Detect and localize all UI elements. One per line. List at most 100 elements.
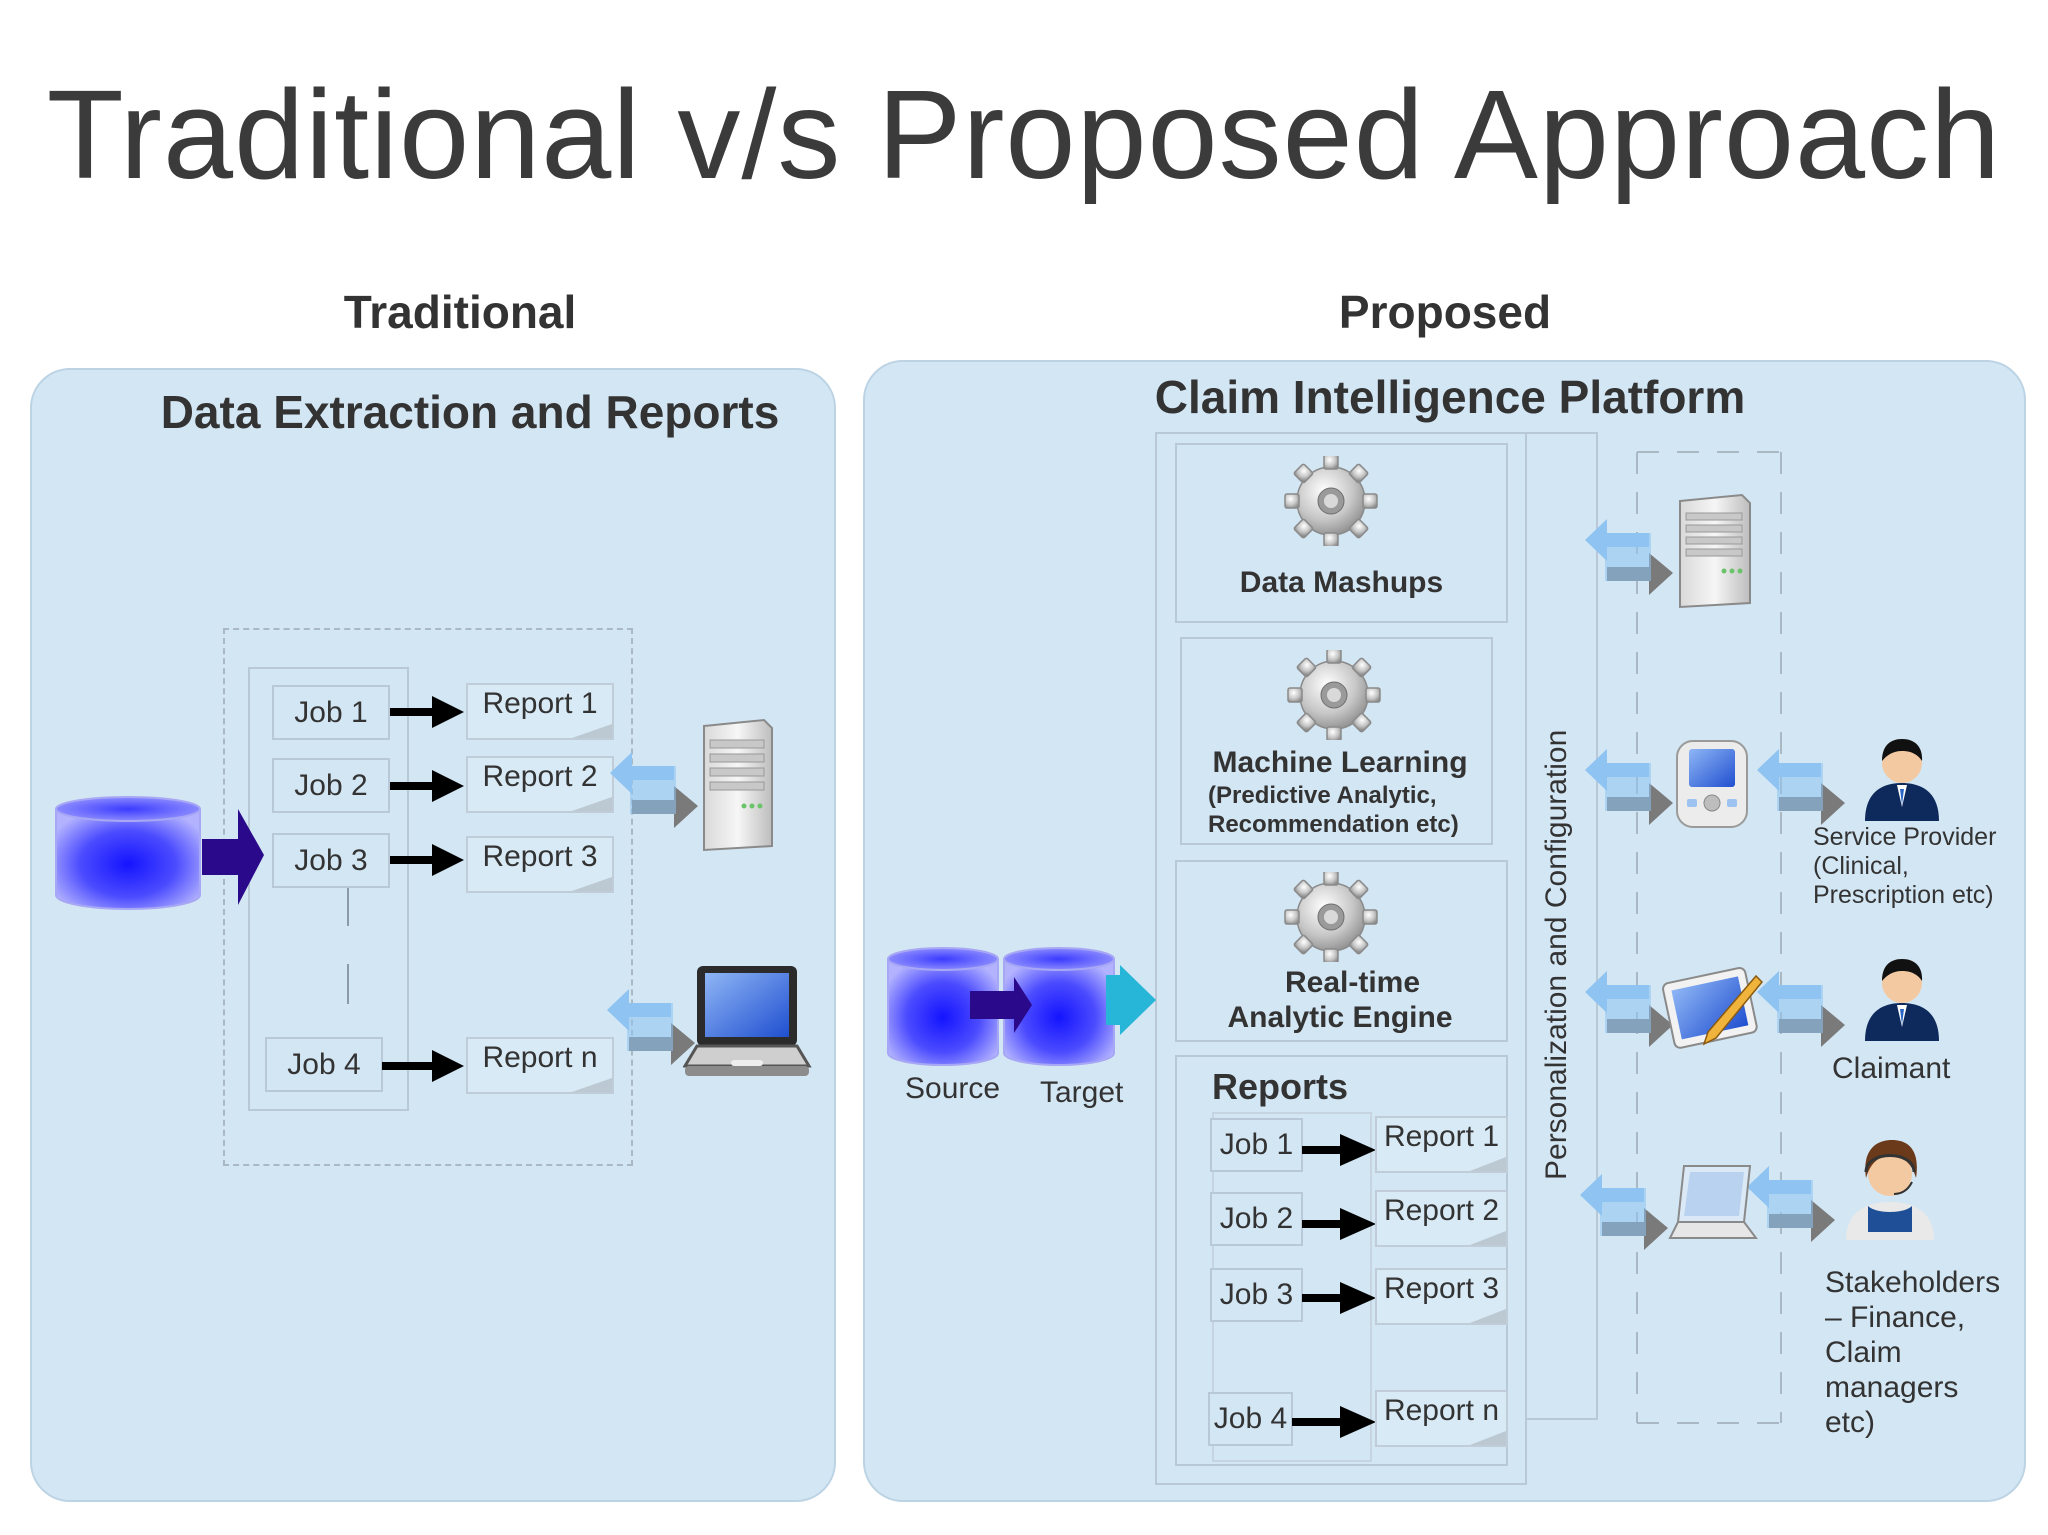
realtime-label-1: Real-time <box>1284 966 1421 999</box>
traditional-dashed-frame <box>223 628 633 1166</box>
reports-module <box>1175 1055 1508 1466</box>
double-arrow-icon <box>1585 971 1673 1047</box>
machine-learning-module[interactable] <box>1180 637 1493 845</box>
job-1[interactable]: Job 1 <box>1210 1118 1303 1172</box>
source-target-databases <box>887 947 1156 1066</box>
proposed-heading: Proposed <box>1338 286 1552 338</box>
report-2-label: Report 2 <box>1383 1194 1500 1227</box>
source-database-icon <box>887 947 999 1066</box>
source-label: Source <box>905 1072 1001 1105</box>
stakeholders-line-5: etc) <box>1825 1406 1876 1439</box>
report-3[interactable]: Report 3 <box>466 836 614 893</box>
report-3-label: Report 3 <box>482 840 598 873</box>
machine-learning-subtitle-2: Recommendation etc) <box>1208 811 1459 838</box>
tablet-pen-icon <box>1662 966 1764 1049</box>
double-arrow-icon <box>1585 519 1673 595</box>
data-mashups-module[interactable] <box>1175 443 1508 623</box>
double-arrow-icon <box>1757 749 1845 825</box>
page-fold-icon <box>572 1078 612 1092</box>
job-3-arrow <box>1302 1282 1376 1314</box>
job-1-arrow <box>390 696 464 728</box>
job-4-arrow <box>1292 1406 1376 1438</box>
pda-device-icon <box>1676 740 1748 828</box>
job-4[interactable]: Job 4 <box>1208 1392 1293 1446</box>
server-icon <box>1679 493 1751 609</box>
reports-title: Reports <box>1212 1066 1349 1107</box>
job-4-arrow <box>382 1050 464 1082</box>
report-1[interactable]: Report 1 <box>466 683 614 740</box>
service-provider-line-3: Prescription etc) <box>1813 881 1994 909</box>
double-arrow-icon <box>1757 971 1845 1047</box>
stakeholders-line-1: Stakeholders <box>1825 1266 2001 1299</box>
job-2-arrow <box>390 770 464 802</box>
double-arrow-icon <box>610 752 698 828</box>
service-provider-line-1: Service Provider <box>1813 823 1997 851</box>
claimant-label: Claimant <box>1832 1052 1951 1085</box>
page-fold-icon <box>1470 1231 1506 1245</box>
gear-icon <box>1287 650 1381 740</box>
job-2[interactable]: Job 2 <box>1210 1192 1303 1246</box>
page-fold-icon <box>572 797 612 811</box>
traditional-job-frame <box>248 667 409 1111</box>
person-icon <box>1865 959 1939 1041</box>
laptop-icon <box>683 966 812 1076</box>
database-icon <box>55 796 264 910</box>
report-3[interactable]: Report 3 <box>1375 1268 1508 1325</box>
laptop-icon <box>1668 1165 1758 1239</box>
report-1-label: Report 1 <box>482 687 598 720</box>
personalization-label: Personalization and Configuration <box>1540 729 1573 1180</box>
machine-learning-subtitle-1: (Predictive Analytic, <box>1208 782 1437 809</box>
stakeholders-line-2: – Finance, <box>1825 1301 1966 1334</box>
report-n-label: Report n <box>482 1041 598 1074</box>
gear-icon <box>1284 456 1378 546</box>
job-3-arrow <box>390 844 464 876</box>
double-arrow-icon <box>1585 749 1673 825</box>
job-4[interactable]: Job 4 <box>265 1037 383 1092</box>
traditional-heading: Traditional <box>343 286 577 338</box>
report-1[interactable]: Report 1 <box>1375 1116 1508 1173</box>
report-2[interactable]: Report 2 <box>466 756 614 813</box>
report-2-label: Report 2 <box>482 760 598 793</box>
job-3[interactable]: Job 3 <box>1210 1268 1303 1322</box>
traditional-panel <box>30 368 836 1502</box>
service-provider-label: Service Provider (Clinical, Prescription… <box>1813 823 1996 910</box>
double-arrow-icon <box>607 989 695 1065</box>
job-3[interactable]: Job 3 <box>272 833 390 888</box>
machine-learning-label: Machine Learning <box>1212 746 1468 779</box>
report-2[interactable]: Report 2 <box>1375 1190 1508 1247</box>
data-mashups-label: Data Mashups <box>1239 566 1444 599</box>
stakeholders-line-4: managers <box>1825 1371 1959 1404</box>
consumer-dashed-frame <box>1636 451 1782 1424</box>
proposed-panel-title: Claim Intelligence Platform <box>1154 371 1746 423</box>
report-n[interactable]: Report n <box>466 1037 614 1094</box>
person-icon <box>1865 739 1939 821</box>
stakeholders-line-3: Claim <box>1825 1336 1902 1369</box>
service-provider-line-2: (Clinical, <box>1813 852 1909 880</box>
personalization-bar <box>1525 432 1598 1420</box>
report-n-label: Report n <box>1383 1394 1500 1427</box>
job-2-arrow <box>1302 1208 1376 1240</box>
report-n[interactable]: Report n <box>1375 1390 1508 1447</box>
gear-icon <box>1284 872 1378 962</box>
page-fold-icon <box>1470 1309 1506 1323</box>
job-ellipsis-connector <box>347 884 349 1004</box>
traditional-panel-title: Data Extraction and Reports <box>160 386 780 438</box>
double-arrow-icon <box>1747 1166 1835 1242</box>
page-fold-icon <box>572 724 612 738</box>
stakeholders-label: Stakeholders – Finance, Claim managers e… <box>1825 1265 2000 1440</box>
job-1[interactable]: Job 1 <box>272 685 390 740</box>
realtime-label-2: Analytic Engine <box>1227 1001 1453 1034</box>
realtime-analytic-module[interactable] <box>1175 860 1508 1042</box>
double-arrow-icon <box>1580 1174 1668 1250</box>
target-label: Target <box>1040 1076 1124 1109</box>
server-icon <box>703 718 773 852</box>
page-fold-icon <box>1470 1431 1506 1445</box>
target-database-icon <box>1003 947 1115 1066</box>
page-fold-icon <box>1470 1157 1506 1171</box>
job-2[interactable]: Job 2 <box>272 758 390 813</box>
support-agent-icon <box>1846 1140 1934 1240</box>
job-1-arrow <box>1302 1134 1376 1166</box>
report-1-label: Report 1 <box>1383 1120 1500 1153</box>
page-title: Traditional v/s Proposed Approach <box>46 64 2002 205</box>
report-3-label: Report 3 <box>1383 1272 1500 1305</box>
